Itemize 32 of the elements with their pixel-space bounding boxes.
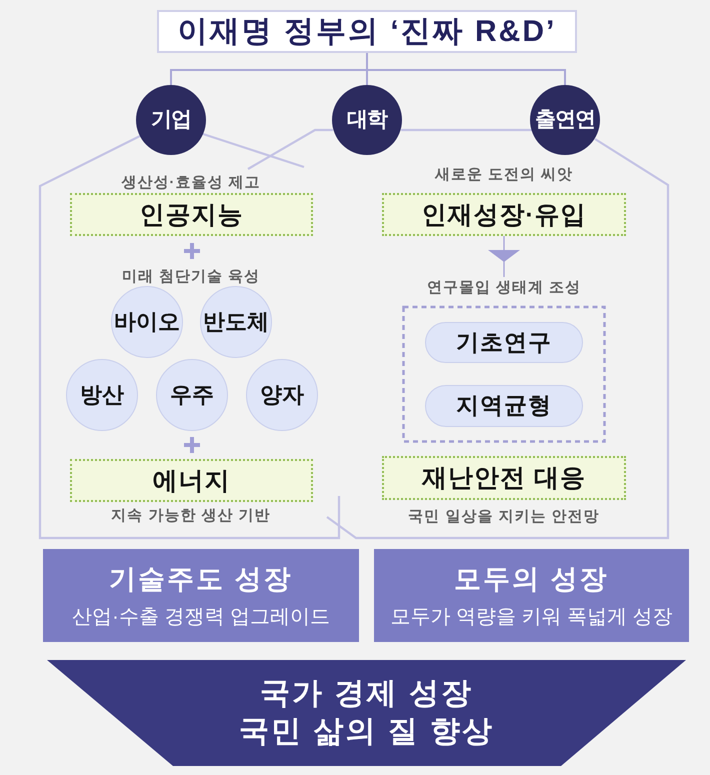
- description-label: 생산성·효율성 제고: [121, 174, 261, 192]
- result-box: [43, 549, 359, 642]
- box-heading: 모두의 성장: [454, 562, 609, 596]
- category-circle: 출연연: [530, 85, 600, 155]
- arrow: [488, 236, 520, 277]
- highlight-box: 인재성장·유입: [382, 193, 626, 236]
- highlight-box: 인공지능: [70, 193, 313, 236]
- group-heading: 연구몰입 생태계 조성: [426, 279, 582, 297]
- outcome-banner: [47, 660, 686, 766]
- pill-box: 지역균형: [425, 385, 583, 427]
- category-circle: 대학: [332, 85, 402, 155]
- description-label: 미래 첨단기술 육성: [122, 268, 260, 286]
- banner-text: 국민 삶의 질 향상: [239, 714, 494, 750]
- highlight-box: 에너지: [70, 459, 313, 502]
- description-label: 새로운 도전의 씨앗: [434, 166, 574, 184]
- description-label: 국민 일상을 지키는 안전망: [408, 508, 600, 526]
- banner-text: 국가 경제 성장: [260, 676, 473, 712]
- highlight-box: 재난안전 대응: [382, 456, 626, 500]
- title-box: 이재명 정부의 ‘진짜 R&D’: [157, 10, 577, 53]
- category-circle: 기업: [136, 85, 206, 155]
- pill-box: 기초연구: [425, 322, 583, 363]
- description-label: 지속 가능한 생산 기반: [111, 507, 271, 525]
- tech-circle: 양자: [246, 359, 318, 431]
- tech-circle: 방산: [66, 359, 138, 431]
- box-subtitle: 산업·수출 경쟁력 업그레이드: [72, 605, 330, 629]
- connector-line: [366, 53, 566, 85]
- tech-circle: 반도체: [200, 286, 272, 358]
- tech-circle: 우주: [156, 359, 228, 431]
- result-box: [374, 549, 689, 642]
- box-subtitle: 모두가 역량을 키워 폭넓게 성장: [390, 605, 673, 629]
- box-heading: 기술주도 성장: [109, 562, 293, 596]
- tech-circle: 바이오: [111, 286, 183, 358]
